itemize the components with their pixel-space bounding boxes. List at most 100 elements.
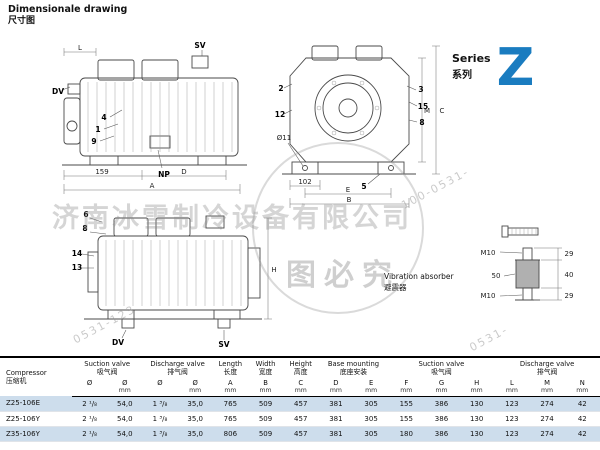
dim-label-40: 40 [565,271,574,279]
series-label-en: Series [452,52,491,65]
part-balloon-3: 3 [418,85,423,94]
part-balloon-13: 13 [72,263,82,272]
part-balloon-6: 6 [83,210,88,219]
compressor-name: Z35-106Y [0,426,72,442]
valve-label-dv2: DV [112,338,124,347]
part-balloon-2: 2 [278,84,283,93]
spec-value: 1 ³/₈ [142,426,178,442]
dim-label-50: 50 [492,272,501,280]
front-view-drawing: 2 12 3 15 8 Ø11 102 5 E B M C [275,45,445,208]
header-dim-letter: Ø [86,378,93,387]
spec-value: 386 [423,426,460,442]
valve-label-sv2: SV [218,340,229,349]
spec-value: 381 [318,396,354,412]
part-balloon-12: 12 [275,110,285,119]
doc-title-en: Dimensionale drawing [8,4,128,15]
rear-view-drawing: 6 8 14 13 DV SV H [72,210,277,349]
watermark-seal-caption: 图必究 [286,258,400,293]
dim-label-m10-bottom: M10 [481,292,496,300]
header-unit: mm [212,386,248,397]
valve-label-sv: SV [194,41,205,50]
spec-value: 509 [247,411,284,427]
header-dim-letter: A [228,378,233,387]
dim-label-L: L [78,44,82,52]
header-unit: mm [459,386,495,397]
spec-value: 2 ¹/₈ [72,411,108,427]
dim-label-102: 102 [298,178,311,186]
doc-title-zh: 尺寸图 [8,16,36,27]
header-dim-letter: Ø [192,378,198,387]
spec-value: 54,0 [107,411,143,427]
spec-value: 274 [529,426,565,442]
header-unit: mm [564,386,600,397]
spec-value: 457 [283,426,319,442]
spec-value: 123 [494,426,530,442]
dim-label-C: C [440,107,445,115]
spec-value: 765 [212,396,248,412]
header-dim-letter: Ø [157,378,163,387]
spec-value: 457 [283,396,319,412]
spec-value: 381 [318,411,354,427]
spec-value: 386 [423,396,460,412]
vibration-absorber-label: Vibration absorber 避震器 [384,272,476,293]
header-dim-letter: H [474,378,480,387]
vibration-absorber-label-en: Vibration absorber [384,272,454,281]
spec-value: 2 ¹/₈ [72,396,108,412]
spec-value: 806 [212,426,248,442]
header-unit: mm [283,386,319,397]
spec-value: 2 ¹/₈ [72,426,108,442]
header-unit: mm [529,386,565,397]
dim-label-H: H [271,266,276,274]
series-block: Series 系列 Z [452,42,534,93]
dim-label-B: B [347,196,352,204]
nameplate-label: NP [158,170,170,179]
part-balloon-14: 14 [72,249,82,258]
header-dim-letter: E [368,378,374,387]
spec-value: 130 [459,396,495,412]
compressor-name: Z25-106Y [0,411,72,427]
spec-value: 35,0 [177,396,213,412]
spec-value: 765 [212,411,248,427]
part-balloon-9: 9 [91,137,96,146]
header-unit: mm [423,386,460,397]
spec-value: 35,0 [177,426,213,442]
dim-label-A: A [150,182,155,190]
series-label-zh: 系列 [452,70,472,81]
header-unit: mm [353,386,389,397]
spec-value: 457 [283,411,319,427]
spec-value: 130 [459,411,495,427]
dim-label-29-bottom: 29 [565,292,574,300]
spec-value: 42 [564,426,600,442]
compressor-name: Z25-106E [0,396,72,412]
header-unit [72,386,108,397]
header-dim-letter: D [333,378,339,387]
spec-value: 155 [388,411,424,427]
doc-title: Dimensionale drawing 尺寸图 [8,4,127,27]
header-unit: mm [177,386,213,397]
side-view-drawing: L SV DV 4 1 9 NP 159 D A [52,41,247,194]
part-balloon-1: 1 [95,125,100,134]
spec-value: 42 [564,411,600,427]
header-dim-letter: L [509,378,514,387]
dim-label-m10-top: M10 [481,249,496,257]
dim-label-E: E [346,186,350,194]
spec-value: 305 [353,426,389,442]
dim-label-M: M [424,107,430,115]
header-unit: mm [107,386,143,397]
series-labels: Series 系列 [452,52,491,81]
spec-value: 305 [353,396,389,412]
header-dim-letter: C [298,378,304,387]
spec-value: 509 [247,426,284,442]
vibration-absorber-drawing: M10 29 50 40 M10 29 [481,225,574,301]
spec-value: 180 [388,426,424,442]
